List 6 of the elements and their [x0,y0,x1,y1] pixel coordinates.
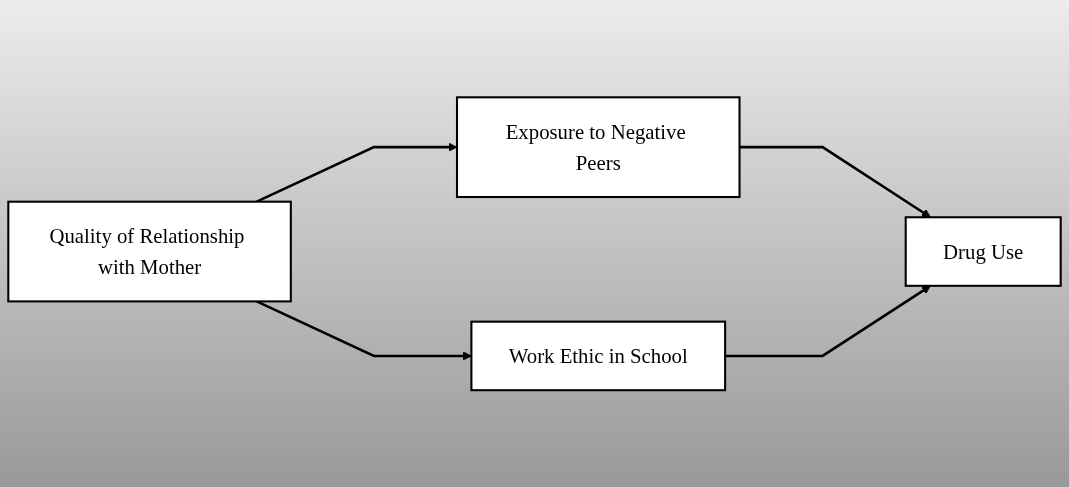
arrow [725,285,931,357]
arrow [739,145,931,218]
process-box: Exposure to Negative Peers [455,96,741,198]
process-box: Drug Use [904,215,1062,287]
process-box: Work Ethic in School [470,320,727,391]
process-box: Quality of Relationship with Mother [7,200,292,303]
